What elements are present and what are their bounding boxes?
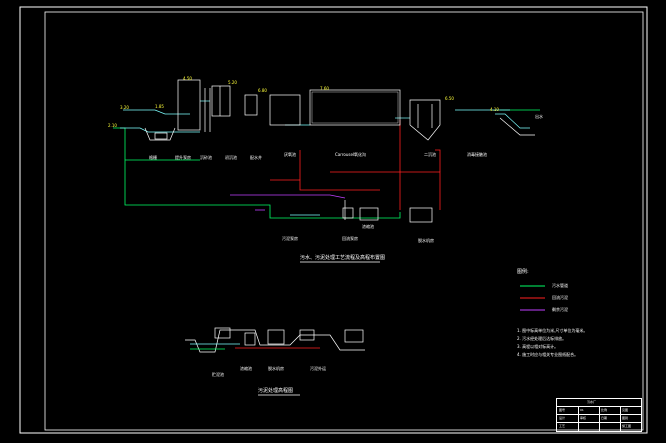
excess-sludge-line — [230, 194, 346, 211]
title-block-header: 污水厂 — [587, 400, 597, 404]
elevation-mark: 6.80 — [258, 88, 267, 93]
legend-swatches — [520, 285, 545, 311]
legend-note: 4. 施工时应与相关专业图纸配合。 — [517, 352, 579, 357]
label-pump-house: 提升泵房 — [175, 155, 191, 160]
elevation-mark: 4.50 — [183, 76, 192, 81]
label-disinfection: 消毒接触池 — [467, 152, 487, 157]
label-secondary-clarifier: 二沉池 — [424, 152, 436, 157]
legend-label-excess: 剩余污泥 — [552, 307, 568, 312]
sewage-flow — [113, 109, 540, 219]
label-grit-chamber: 沉砂池 — [200, 155, 212, 160]
label-anaerobic-tank: 厌氧池 — [284, 152, 296, 157]
label-sludge-dewatering: 脱水机房 — [268, 366, 284, 371]
elevation-mark: 1.85 — [155, 104, 164, 109]
elevation-mark: 5.20 — [228, 80, 237, 85]
legend-title: 图例: — [517, 269, 529, 275]
title-block-cell: 图号 — [559, 408, 566, 412]
label-distribution-well: 配水井 — [250, 155, 262, 160]
legend-note: 3. 高程以相对标高计。 — [517, 344, 559, 349]
label-primary-clarifier: 初沉池 — [225, 155, 237, 160]
elevation-mark: 3.20 — [120, 105, 129, 110]
label-return-pump: 回流泵房 — [342, 236, 358, 241]
title-block: 污水厂 图号 01 比例 见图 设计 审核 日期 图别 工艺 施工图 — [556, 398, 642, 432]
elevation-mark: 2.10 — [108, 123, 117, 128]
process-units — [144, 79, 535, 223]
label-screen: 格栅 — [149, 155, 157, 160]
title-block-cell: 01 — [580, 408, 584, 412]
label-sludge-pump: 污泥泵房 — [282, 236, 298, 241]
label-oxidation-ditch: Carrousel氧化沟 — [335, 152, 367, 157]
legend-note: 2. 污水经处理后达标排放。 — [517, 336, 567, 341]
elevation-mark: 4.10 — [490, 107, 499, 112]
title-block-cell: 工艺 — [559, 424, 566, 428]
return-sludge-line — [270, 120, 441, 210]
elevation-mark: 6.50 — [445, 96, 454, 101]
elevation-mark: 7.60 — [320, 86, 329, 91]
title-block-cell: 施工图 — [622, 424, 632, 428]
legend-label-sewage: 污水管道 — [552, 283, 568, 288]
title-block-cell: 见图 — [622, 408, 629, 412]
title-block-cell: 图别 — [622, 416, 629, 420]
label-dewatering: 脱水机房 — [418, 238, 434, 243]
inner-border — [44, 11, 644, 431]
label-thickener: 浓缩池 — [362, 224, 374, 229]
main-drawing-title: 污水、污泥处理工艺流程及高程布置图 — [300, 255, 386, 261]
title-block-cell: 审核 — [580, 416, 587, 420]
label-sludge-storage: 贮泥池 — [212, 372, 224, 377]
outer-border — [19, 6, 648, 434]
title-block-cell: 比例 — [601, 408, 608, 412]
label-sludge-thickener: 浓缩池 — [240, 366, 252, 371]
secondary-drawing-title: 污泥处理高程图 — [258, 388, 294, 394]
legend-note: 1. 图中标高单位为米,尺寸单位为毫米。 — [517, 328, 588, 333]
legend-label-return: 回流污泥 — [552, 295, 568, 300]
title-block-cell: 日期 — [601, 416, 608, 420]
title-block-cell: 设计 — [559, 416, 566, 420]
label-outfall: 出水 — [535, 114, 543, 119]
sludge-elevation-section — [185, 327, 365, 353]
label-sludge-export: 污泥外运 — [310, 366, 326, 371]
